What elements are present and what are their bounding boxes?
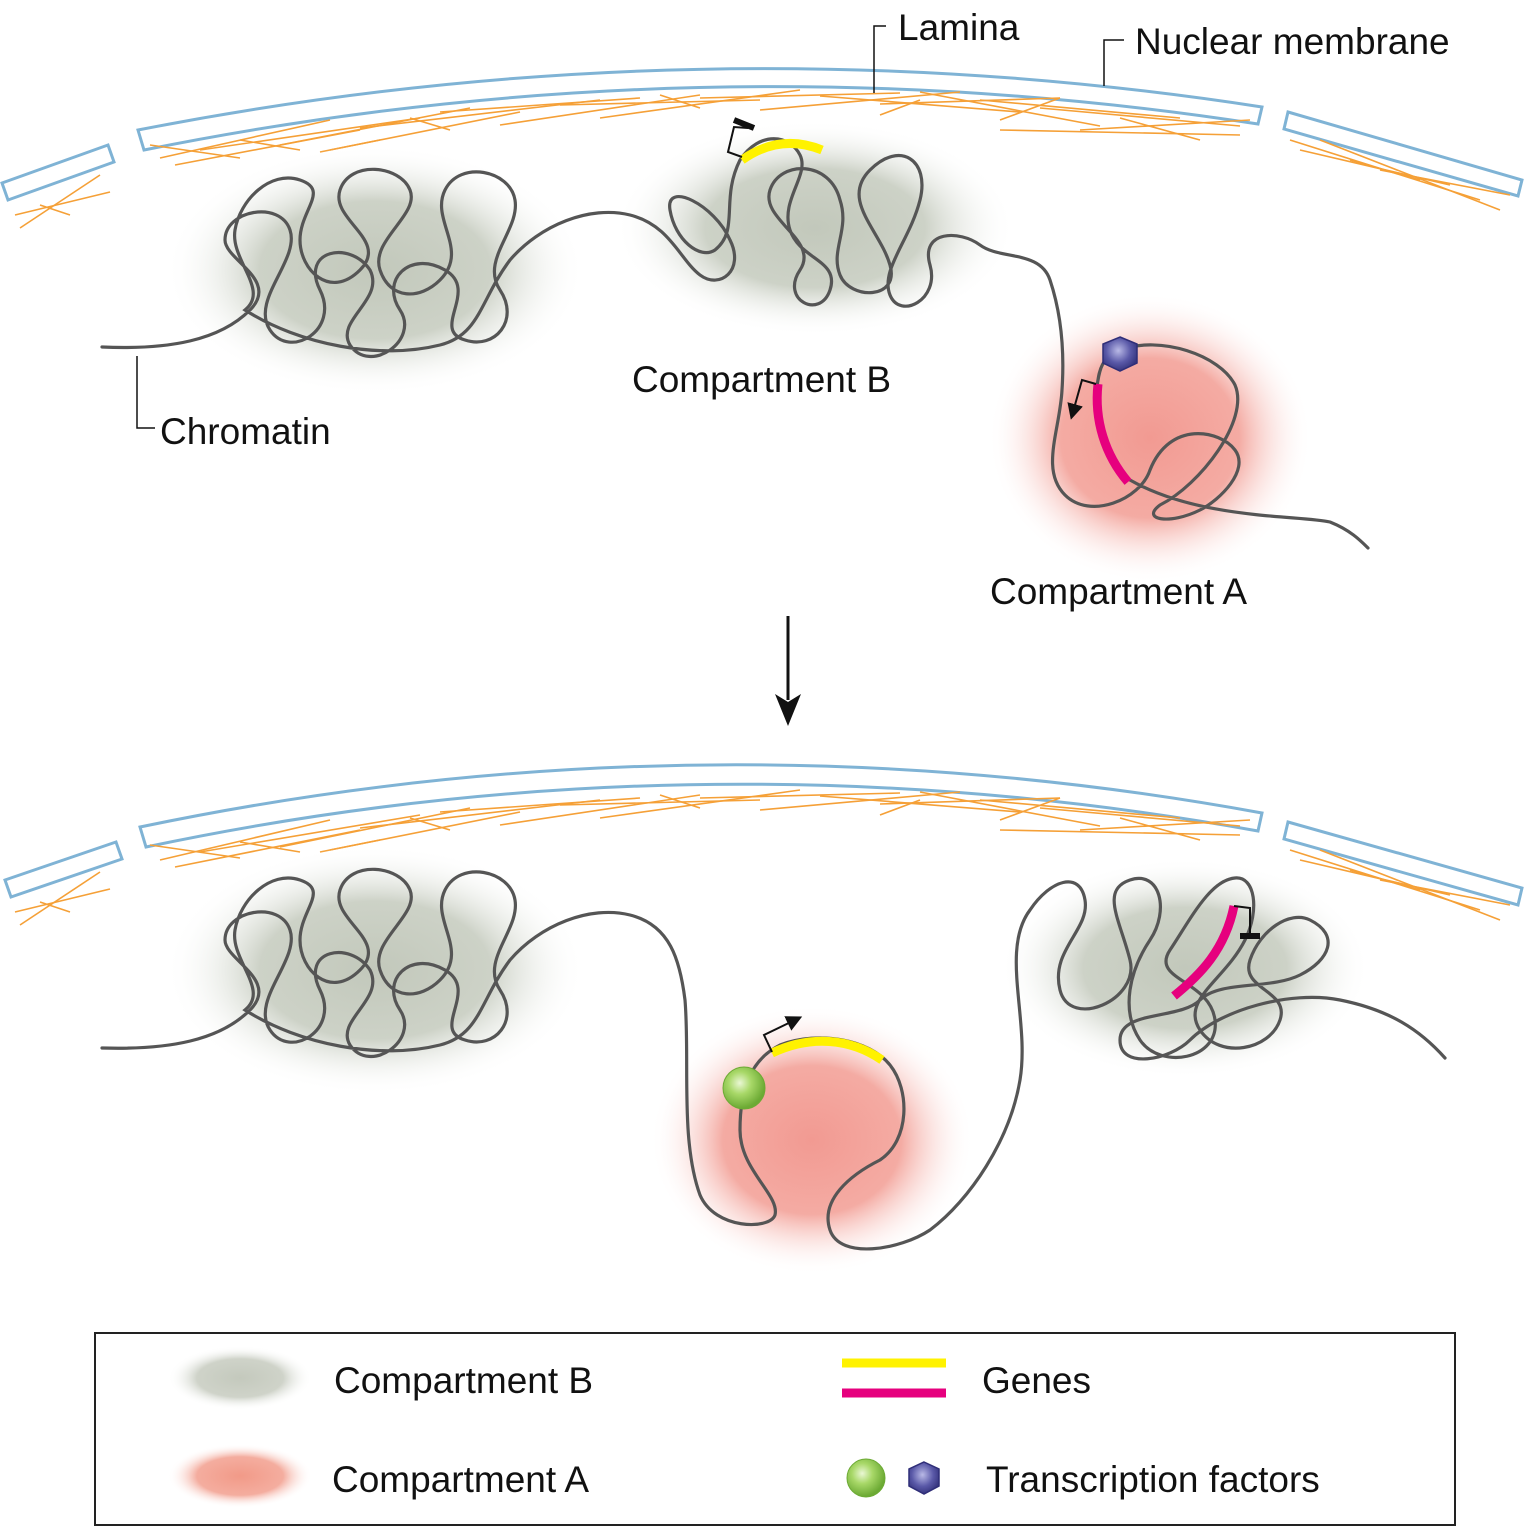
nuclear-membrane-top xyxy=(0,67,1524,202)
repressed-promoter-mark-top xyxy=(726,117,756,158)
legend-label-compartment-b: Compartment B xyxy=(334,1360,593,1401)
legend-swatch-compartment-a xyxy=(168,1444,312,1508)
nuclear-membrane-bottom xyxy=(3,763,1524,907)
legend-swatch-compartment-b xyxy=(168,1346,312,1410)
tf-circle-bottom xyxy=(722,1066,766,1110)
chromatin-fiber-top xyxy=(100,137,1370,550)
gene-yellow-bottom xyxy=(770,1036,885,1064)
top-panel: Lamina Nuclear membrane Chromatin Compar… xyxy=(0,7,1524,612)
nuclear-membrane-leader-line xyxy=(1103,39,1124,86)
transition-arrow xyxy=(775,616,801,726)
tf-hexagon-top xyxy=(1102,336,1138,372)
repressed-promoter-mark-bottom xyxy=(1233,905,1260,939)
nuclear-membrane-label: Nuclear membrane xyxy=(1135,21,1450,62)
chromatin-leader-line xyxy=(136,356,155,429)
chromatin-fiber-bottom xyxy=(100,867,1447,1251)
legend-box xyxy=(94,1332,1456,1526)
legend-label-compartment-a: Compartment A xyxy=(332,1459,589,1500)
gene-yellow-top xyxy=(739,138,824,164)
lamina-label: Lamina xyxy=(898,7,1020,48)
promoter-arrow-top xyxy=(1067,378,1097,420)
compartment-a-blob xyxy=(988,293,1312,583)
chromatin-label: Chromatin xyxy=(160,411,331,452)
compartment-b-label: Compartment B xyxy=(632,359,891,400)
legend-tf-circle xyxy=(846,1458,886,1498)
lamina-fibers-top xyxy=(14,89,1511,229)
legend-tf-hexagon xyxy=(908,1461,940,1495)
lamina-fibers-bottom xyxy=(14,789,1511,926)
legend-label-genes: Genes xyxy=(982,1360,1091,1401)
lamina-leader-line xyxy=(873,25,886,93)
gene-magenta-top xyxy=(1092,383,1132,485)
compartment-b-blob-center xyxy=(615,120,1015,336)
compartment-a-label: Compartment A xyxy=(990,571,1247,612)
legend-label-transcription-factors: Transcription factors xyxy=(986,1459,1320,1500)
bottom-panel xyxy=(3,763,1524,1275)
promoter-arrow-bottom xyxy=(762,1016,803,1053)
legend: Compartment B Compartment A Genes Transc… xyxy=(94,1332,1456,1526)
gene-magenta-bottom xyxy=(1171,905,1239,1000)
